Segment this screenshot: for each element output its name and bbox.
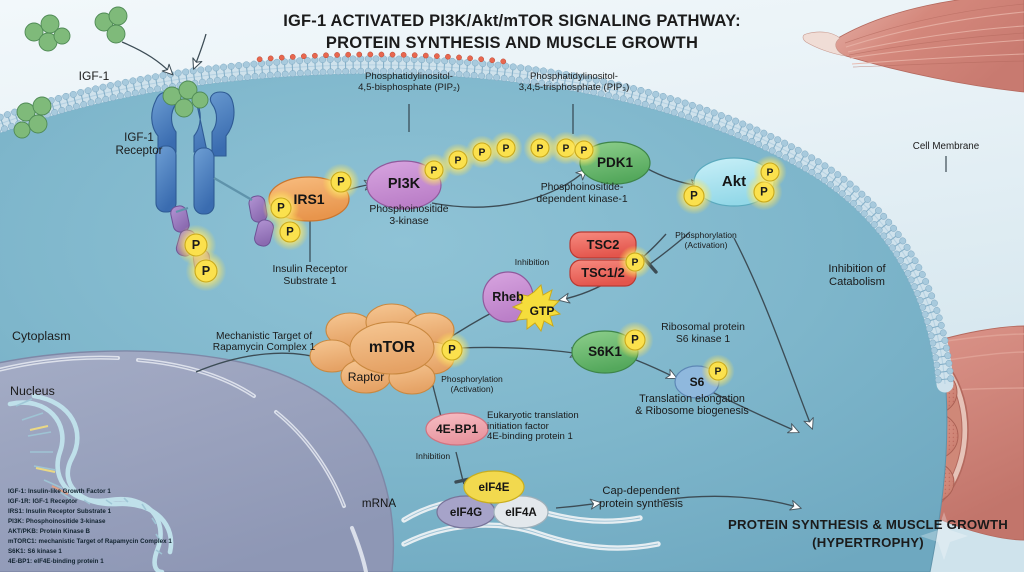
node-4ebp1 bbox=[425, 412, 489, 446]
phosphate-label: P bbox=[715, 366, 722, 377]
phosphate-badge bbox=[574, 140, 594, 160]
ligand-binding-arrows bbox=[121, 33, 207, 76]
label-cytoplasm: Cytoplasm bbox=[12, 329, 71, 343]
phosphate-label: P bbox=[767, 167, 774, 178]
arrow-s6k1-s6 bbox=[635, 359, 678, 380]
phosphate-badge bbox=[625, 252, 645, 272]
phosphate-label: P bbox=[202, 264, 210, 278]
legend-item: PI3K: Phosphoinositide 3-kinase bbox=[8, 518, 106, 526]
node-tsc2 bbox=[569, 231, 637, 259]
cell-membrane-bilayer bbox=[0, 55, 955, 393]
phosphate-label: P bbox=[537, 143, 544, 154]
label-irs1-full: Insulin Receptor Substrate 1 bbox=[272, 264, 348, 287]
phosphate-label: P bbox=[192, 238, 200, 252]
pip-phosphate-marks bbox=[256, 51, 507, 65]
legend-item: IRS1: Insulin Receptor Substrate 1 bbox=[8, 508, 112, 516]
label-translation: Translation elongation & Ribosome biogen… bbox=[635, 393, 749, 418]
phosphate-label: P bbox=[448, 345, 456, 357]
legend-item: 4E-BP1: eIF4E-binding protein 1 bbox=[8, 558, 104, 566]
inhib-akt-tsc bbox=[649, 231, 691, 265]
legend-item: AKT/PKB: Protein Kinase B bbox=[8, 528, 91, 536]
label-pip2: Phosphatidylinositol- 4,5-bisphosphate (… bbox=[358, 71, 460, 93]
node-mtor-complex bbox=[309, 303, 455, 395]
inhib-4ebp1-eif4e bbox=[455, 451, 465, 485]
label-4ebp1-full: Eukaryotic translation initiation factor… bbox=[487, 410, 579, 443]
legend-item: IGF-1: Insulin-like Growth Factor 1 bbox=[8, 488, 111, 495]
phosphate-badge bbox=[683, 185, 705, 207]
phosphate-label: P bbox=[277, 203, 285, 215]
igf1-ligands bbox=[13, 6, 209, 139]
label-inhibition-rheb: Inhibition bbox=[514, 257, 550, 267]
phosphate-label: P bbox=[632, 257, 639, 268]
node-gtp bbox=[511, 283, 562, 333]
arrow-eif4-capdep bbox=[555, 498, 602, 510]
label-inhibition-eif4e: Inhibition bbox=[415, 451, 451, 461]
phosphate-label: P bbox=[563, 143, 570, 154]
phosphate-label: P bbox=[690, 191, 698, 203]
phosphate-label: P bbox=[503, 143, 510, 154]
muscle-belly-top bbox=[802, 0, 1024, 93]
node-eif4e bbox=[463, 470, 525, 504]
label-igf1: IGF-1 bbox=[78, 69, 110, 83]
label-pip3: Phosphatidylinositol- 3,4,5-trisphosphat… bbox=[518, 71, 630, 93]
phosphate-label: P bbox=[581, 145, 588, 156]
page-title-line1: IGF-1 ACTIVATED PI3K/Akt/mTOR SIGNALING … bbox=[283, 12, 741, 30]
phosphate-badge bbox=[194, 259, 218, 283]
phosphate-badge bbox=[279, 221, 301, 243]
phosphate-badge bbox=[760, 162, 780, 182]
abbreviation-legend: IGF-1: Insulin-like Growth Factor 1 IGF-1… bbox=[8, 487, 172, 567]
phosphate-badge bbox=[708, 361, 728, 381]
phosphate-label: P bbox=[337, 177, 345, 189]
outcome-line1: PROTEIN SYNTHESIS & MUSCLE GROWTH bbox=[728, 517, 1008, 532]
arrow-akt-catabolism bbox=[733, 237, 814, 430]
phosphate-label: P bbox=[455, 155, 462, 166]
node-eif4a bbox=[493, 495, 549, 529]
label-inhibition-catabolism: Inhibition of Catabolism bbox=[828, 263, 886, 288]
label-pdk1-full: Phosphoinositide- dependent kinase-1 bbox=[536, 182, 628, 205]
phosphate-label: P bbox=[760, 187, 768, 199]
phosphate-badge bbox=[424, 160, 444, 180]
label-phosphorylation-mtor: Phosphorylation (Activation) bbox=[441, 374, 503, 394]
label-mtorc1-full: Mechanistic Target of Rapamycin Complex … bbox=[212, 331, 316, 354]
arrow-s6-muscle bbox=[711, 391, 800, 434]
label-s6k1-full: Ribosomal protein S6 kinase 1 bbox=[661, 322, 745, 345]
phosphate-badge bbox=[530, 138, 550, 158]
arrow-capdep-muscle bbox=[661, 495, 802, 511]
phosphate-badge bbox=[496, 138, 516, 158]
label-nucleus: Nucleus bbox=[10, 384, 55, 398]
label-cap-dependent: Cap-dependent protein synthesis bbox=[599, 485, 683, 510]
label-pi3k-full: Phosphoinositide 3-kinase bbox=[369, 204, 449, 227]
phosphate-label: P bbox=[286, 227, 294, 239]
outcome-line2: (HYPERTROPHY) bbox=[812, 535, 924, 550]
phosphate-label: P bbox=[431, 165, 438, 176]
phosphate-badge bbox=[624, 329, 646, 351]
label-phosphorylation-akt: Phosphorylation (Activation) bbox=[675, 230, 737, 250]
legend-item: IGF-1R: IGF-1 Receptor bbox=[8, 498, 78, 506]
phosphate-badge bbox=[330, 171, 352, 193]
phosphate-badge bbox=[441, 339, 463, 361]
label-cell-membrane: Cell Membrane bbox=[912, 141, 980, 152]
nucleus bbox=[0, 350, 395, 572]
dna-helix bbox=[7, 393, 174, 572]
legend-item: mTORC1: mechanistic Target of Rapamycin … bbox=[8, 538, 172, 546]
watermark bbox=[920, 512, 968, 560]
page-title-line2: PROTEIN SYNTHESIS AND MUSCLE GROWTH bbox=[325, 34, 699, 52]
phosphate-badge bbox=[448, 150, 468, 170]
phosphate-label: P bbox=[479, 147, 486, 158]
phosphate-label: P bbox=[631, 335, 639, 347]
arrow-pi3k-pdk1 bbox=[431, 168, 588, 208]
legend-item: S6K1: S6 kinase 1 bbox=[8, 548, 62, 556]
label-igf1-receptor: IGF-1 Receptor bbox=[115, 131, 163, 157]
